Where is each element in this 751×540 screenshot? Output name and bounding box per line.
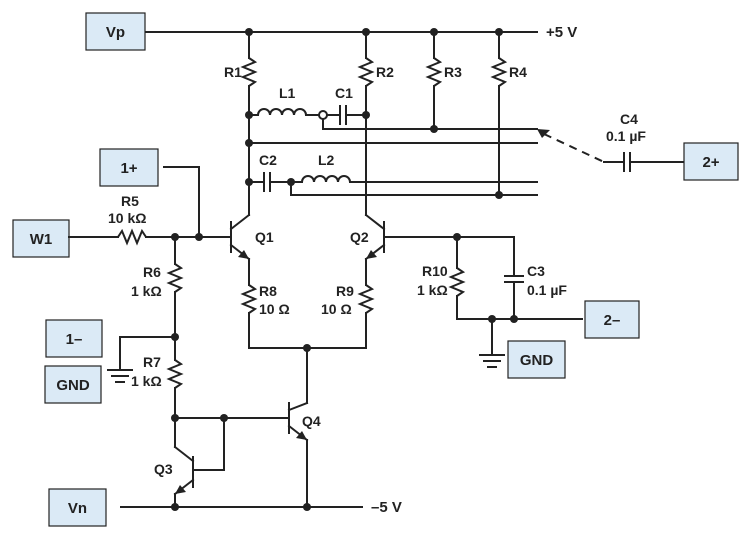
- capacitor-c1: [318, 105, 370, 125]
- switch-arrow: [537, 129, 605, 163]
- in-plus-wire: [163, 166, 200, 238]
- gnd-left-port: GND: [44, 365, 102, 404]
- c4-value: 0.1 µF: [606, 128, 646, 144]
- q2-label: Q2: [350, 229, 369, 245]
- resistor-r8: [240, 258, 258, 349]
- c1-label: C1: [335, 85, 353, 101]
- gnd-right-port: GND: [507, 340, 566, 379]
- q4-label: Q4: [302, 413, 321, 429]
- capacitor-c3: [504, 236, 524, 320]
- resistor-r1: [240, 31, 258, 116]
- vp-label: Vp: [106, 24, 125, 41]
- ground-symbol-left: [107, 336, 176, 383]
- ground-symbol-right: [479, 318, 505, 368]
- out-minus-label: 2–: [604, 312, 621, 329]
- capacitor-c4: [603, 152, 685, 172]
- r8-label: R8: [259, 283, 277, 299]
- vp-port: Vp: [85, 12, 146, 51]
- in-minus-port: 1–: [45, 319, 103, 358]
- out-minus-port: 2–: [584, 300, 640, 339]
- l1-label: L1: [279, 85, 296, 101]
- positive-rail-label: +5 V: [546, 24, 577, 41]
- negative-rail-label: –5 V: [371, 499, 402, 516]
- r7-value: 1 kΩ: [131, 373, 162, 389]
- r4-label: R4: [509, 64, 527, 80]
- transistor-q4: [287, 401, 309, 508]
- resistor-r10: [448, 236, 466, 320]
- r9-value: 10 Ω: [321, 301, 352, 317]
- out-plus-label: 2+: [702, 154, 719, 171]
- r5-value: 10 kΩ: [108, 210, 146, 226]
- r9-label: R9: [336, 283, 354, 299]
- r5-label: R5: [121, 193, 139, 209]
- transistor-q1: [229, 181, 251, 261]
- r6-value: 1 kΩ: [131, 283, 162, 299]
- resistor-r3: [425, 31, 443, 133]
- resistor-r5: [68, 228, 232, 246]
- w1-port: W1: [12, 219, 70, 258]
- r10-value: 1 kΩ: [417, 282, 448, 298]
- capacitor-c2: [248, 172, 292, 192]
- resistor-r2: [357, 31, 375, 216]
- l2-label: L2: [318, 152, 335, 168]
- inductor-l1: [245, 108, 324, 119]
- r1-label: R1: [224, 64, 242, 80]
- in-plus-port: 1+: [99, 148, 159, 187]
- c3-label: C3: [527, 263, 545, 279]
- q3-label: Q3: [154, 461, 173, 477]
- transistor-q2: [364, 213, 386, 261]
- c3-value: 0.1 µF: [527, 282, 567, 298]
- resistor-r7: [166, 336, 184, 419]
- transistor-q3: [173, 417, 225, 508]
- q1-label: Q1: [255, 229, 274, 245]
- r8-value: 10 Ω: [259, 301, 290, 317]
- gnd-right-label: GND: [520, 352, 554, 369]
- resistor-r4: [490, 31, 508, 199]
- in-minus-label: 1–: [66, 331, 83, 348]
- in-plus-label: 1+: [120, 160, 137, 177]
- w1-label: W1: [30, 231, 53, 248]
- r7-label: R7: [143, 354, 161, 370]
- inductor-l2: [290, 175, 538, 183]
- r3-label: R3: [444, 64, 462, 80]
- r2-label: R2: [376, 64, 394, 80]
- r6-label: R6: [143, 264, 161, 280]
- c4-label: C4: [620, 111, 638, 127]
- vn-port: Vn: [48, 488, 107, 527]
- c2-label: C2: [259, 152, 277, 168]
- resistor-r9: [357, 258, 375, 349]
- vn-label: Vn: [68, 500, 87, 517]
- out-plus-port: 2+: [683, 142, 739, 181]
- r10-label: R10: [422, 263, 448, 279]
- gnd-left-label: GND: [56, 377, 90, 394]
- positive-rail: [144, 28, 538, 36]
- resistor-r6: [166, 236, 184, 338]
